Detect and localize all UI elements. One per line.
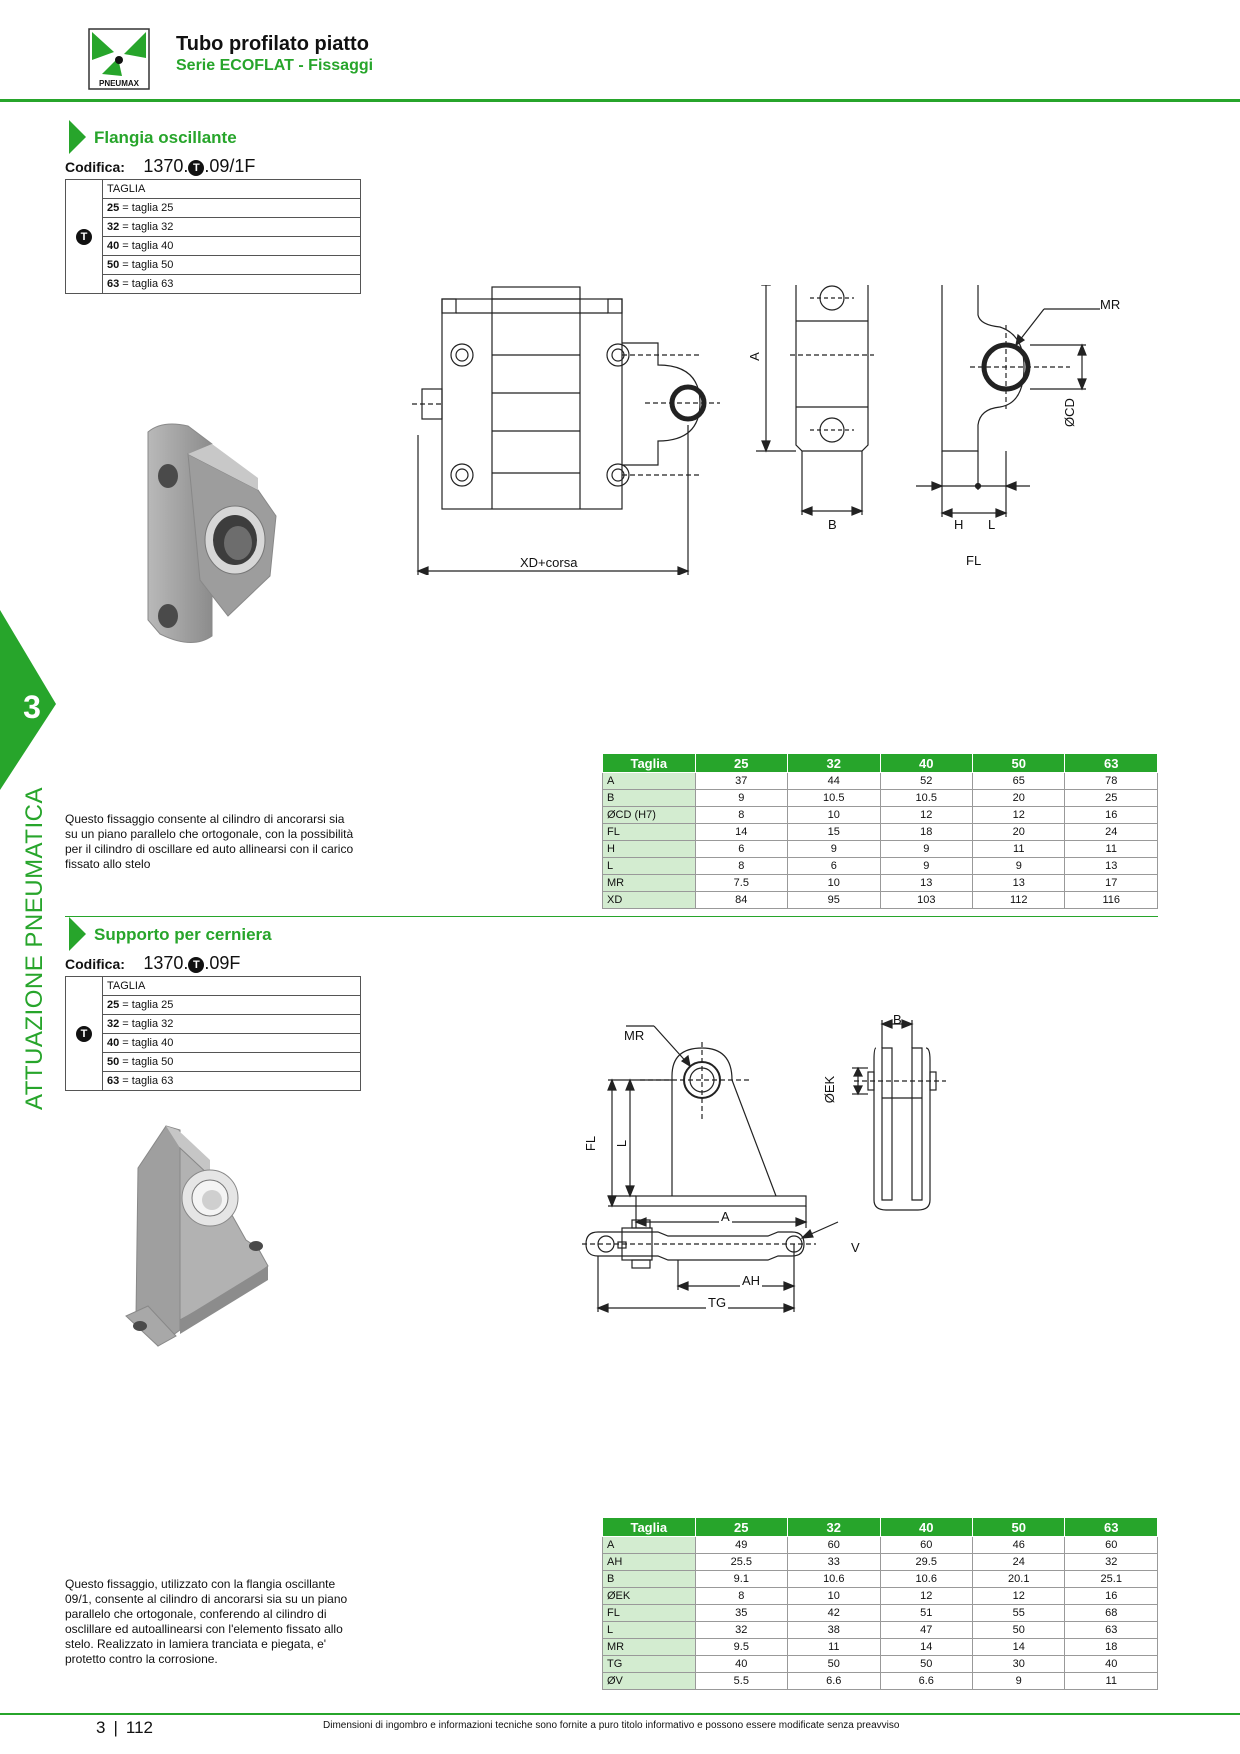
fl-label: FL (966, 553, 982, 568)
section2-codifica: Codifica: 1370.T.09F (65, 953, 240, 974)
chapter-number: 3 (23, 689, 41, 725)
pneumax-logo-icon: PNEUMAX (88, 28, 150, 90)
taglia-row: 32 = taglia 32 (102, 1014, 361, 1034)
fl-label: FL (583, 1135, 599, 1152)
brand-logo: PNEUMAX (88, 28, 150, 90)
h-label: H (954, 517, 964, 532)
taglia-row: 40 = taglia 40 (102, 1033, 361, 1053)
taglia-symbol-cell: T (65, 179, 103, 294)
chapter-tab: 3 (0, 610, 60, 790)
b-label: B (893, 1012, 902, 1027)
code-suffix: .09/1F (204, 156, 256, 176)
section2-taglia-table: T TAGLIA 25 = taglia 25 32 = taglia 32 4… (65, 976, 361, 1091)
logo-text: PNEUMAX (99, 79, 140, 88)
mr-label: MR (1100, 297, 1121, 312)
taglia-header: TAGLIA (102, 976, 361, 996)
taglia-row: 32 = taglia 32 (102, 217, 361, 237)
hinge-support-technical-drawing: MR FL L A B ØEK V AH TG (580, 1012, 960, 1352)
l-label: L (614, 1139, 630, 1148)
section-arrow-icon (69, 917, 86, 951)
footer-disclaimer: Dimensioni di ingombro e informazioni te… (323, 1720, 900, 1731)
section1-taglia-table: T TAGLIA 25 = taglia 25 32 = taglia 32 4… (65, 179, 361, 294)
taglia-row: 63 = taglia 63 (102, 1071, 361, 1091)
page-title: Tubo profilato piatto (176, 33, 369, 55)
code-prefix: 1370. (143, 156, 189, 176)
taglia-header: TAGLIA (102, 179, 361, 199)
flange-product-image (140, 420, 290, 650)
taglia-symbol-icon: T (188, 956, 205, 973)
codifica-label: Codifica: (65, 159, 125, 175)
taglia-row: 50 = taglia 50 (102, 1052, 361, 1072)
taglia-symbol-icon: T (76, 1025, 92, 1042)
chapter-title-vertical: ATTUAZIONE PNEUMATICA (21, 787, 48, 1110)
xd-label: XD+corsa (518, 555, 580, 570)
v-label: V (851, 1240, 860, 1255)
section1-title: Flangia oscillante (94, 128, 237, 147)
codifica-label: Codifica: (65, 956, 125, 972)
footer-divider (0, 1713, 1240, 1715)
taglia-row: 40 = taglia 40 (102, 236, 361, 256)
code-prefix: 1370. (143, 953, 189, 973)
header-divider (0, 99, 1240, 102)
mr-label: MR (624, 1028, 645, 1043)
taglia-row: 63 = taglia 63 (102, 274, 361, 294)
l-label: L (988, 517, 996, 532)
taglia-symbol-icon: T (76, 228, 92, 245)
page-subtitle: Serie ECOFLAT - Fissaggi (176, 57, 374, 74)
page-number: 3|112 (96, 1718, 153, 1737)
ek-label: ØEK (822, 1075, 838, 1104)
a-label: A (746, 352, 762, 361)
flange-technical-drawing: XD+corsa A B H L FL MR ØCD (410, 273, 1130, 576)
taglia-symbol-icon: T (188, 159, 205, 176)
section2-title: Supporto per cerniera (94, 925, 272, 944)
cd-label: ØCD (1061, 398, 1077, 427)
a-label: A (719, 1209, 732, 1224)
taglia-row: 50 = taglia 50 (102, 255, 361, 275)
section2-description: Questo fissaggio, utilizzato con la flan… (65, 1577, 348, 1666)
taglia-symbol-cell: T (65, 976, 103, 1091)
ah-label: AH (740, 1273, 763, 1288)
section1-description: Questo fissaggio consente al cilindro di… (65, 812, 354, 871)
tg-label: TG (706, 1295, 729, 1310)
code-suffix: .09F (204, 953, 241, 973)
b-label: B (828, 517, 837, 532)
section1-codifica: Codifica: 1370.T.09/1F (65, 156, 255, 177)
section-arrow-icon (69, 120, 86, 154)
hinge-support-product-image (118, 1120, 308, 1350)
taglia-row: 25 = taglia 25 (102, 995, 361, 1015)
taglia-row: 25 = taglia 25 (102, 198, 361, 218)
section-separator (65, 916, 1158, 917)
